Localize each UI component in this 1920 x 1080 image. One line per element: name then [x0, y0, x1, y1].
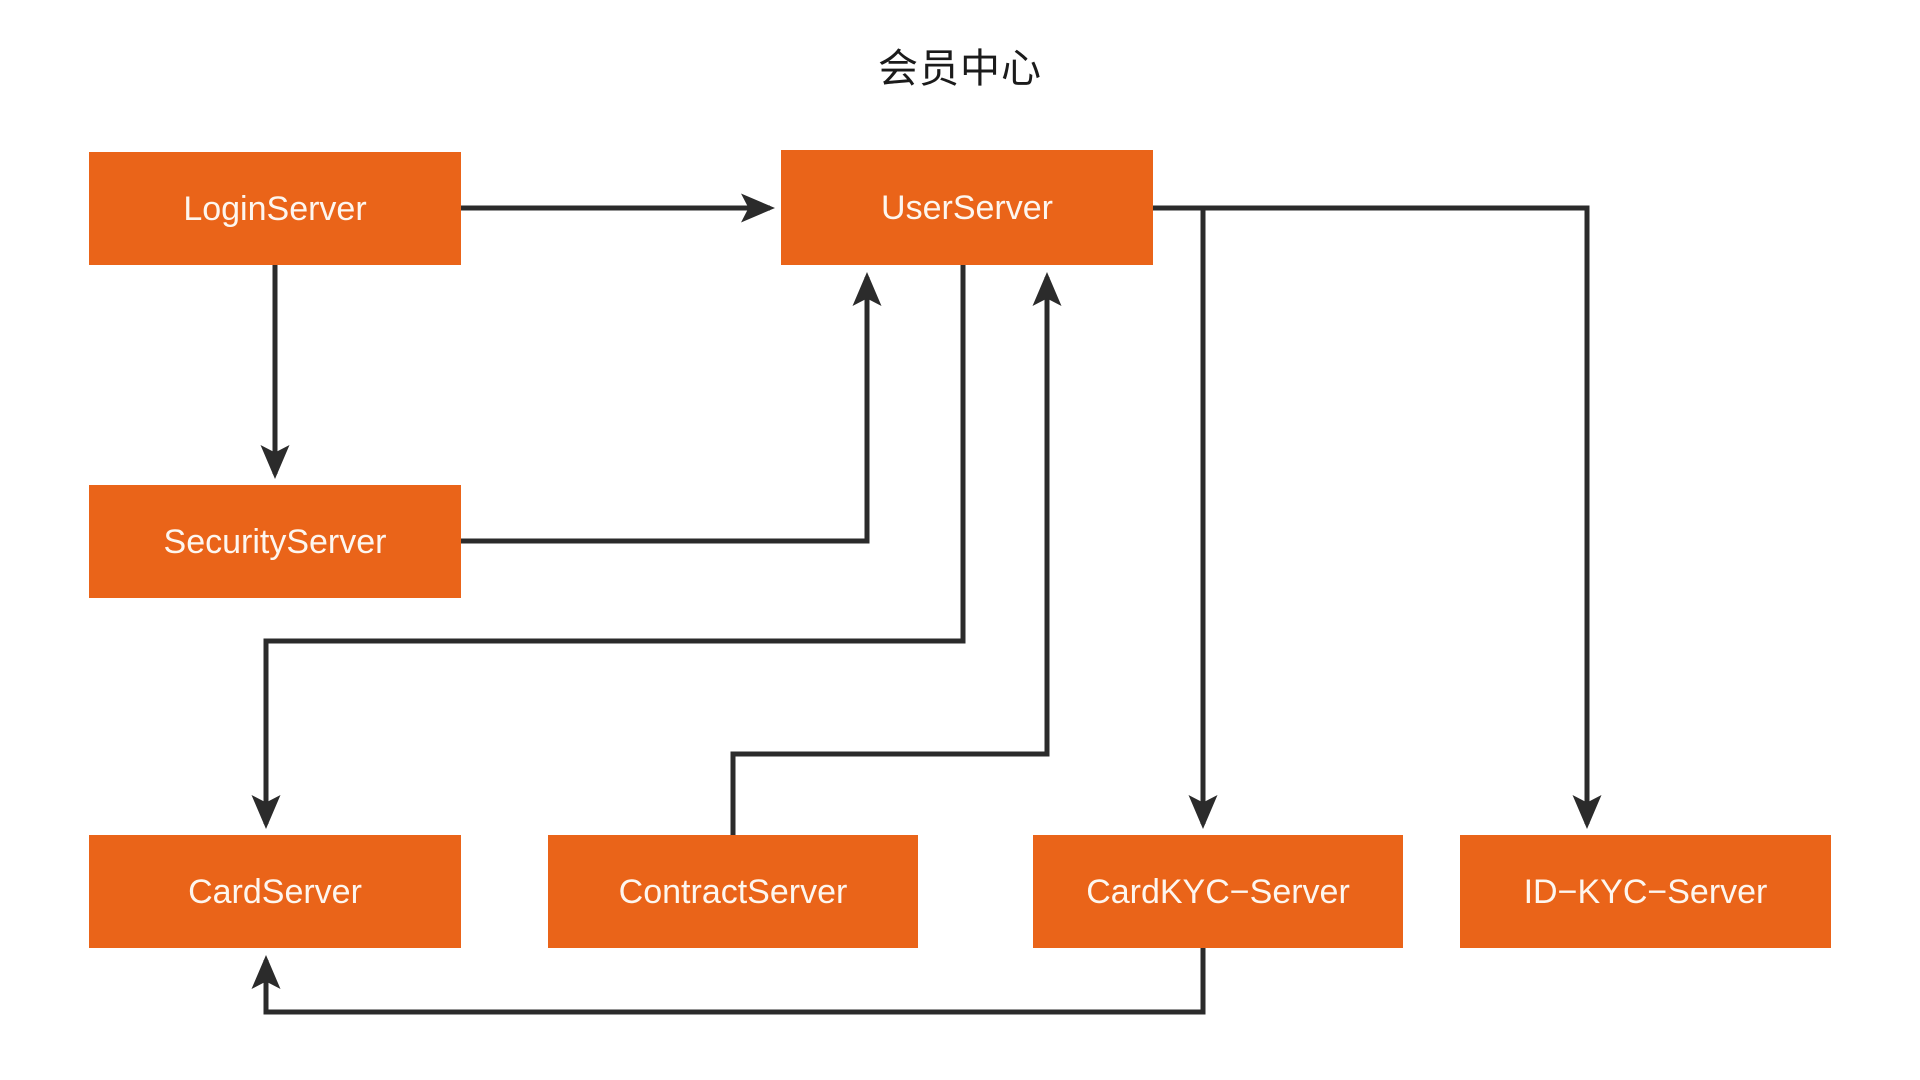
node-securityserver[interactable]: SecurityServer — [89, 485, 461, 598]
node-cardkycserver[interactable]: CardKYC−Server — [1033, 835, 1403, 948]
edge-cardkyc-to-cardserver — [251, 948, 1206, 1015]
node-label: CardKYC−Server — [1086, 872, 1350, 911]
node-label: LoginServer — [183, 189, 367, 228]
node-label: ContractServer — [618, 872, 848, 911]
edge-user-to-idkyc — [1153, 205, 1602, 830]
node-loginserver[interactable]: LoginServer — [89, 152, 461, 265]
node-label: CardServer — [188, 872, 362, 911]
edge-user-to-cardserver — [251, 265, 966, 830]
edge-contract-to-user — [730, 271, 1062, 835]
edge-security-to-user — [461, 271, 882, 544]
node-label: UserServer — [881, 188, 1053, 227]
node-contractserver[interactable]: ContractServer — [548, 835, 918, 948]
page-title: 会员中心 — [878, 46, 1042, 92]
node-label: SecurityServer — [163, 522, 387, 561]
node-cardserver[interactable]: CardServer — [89, 835, 461, 948]
node-idkycserver[interactable]: ID−KYC−Server — [1460, 835, 1831, 948]
edge-user-to-cardkyc — [1153, 205, 1218, 830]
node-userserver[interactable]: UserServer — [781, 150, 1153, 265]
node-label: ID−KYC−Server — [1523, 872, 1768, 911]
